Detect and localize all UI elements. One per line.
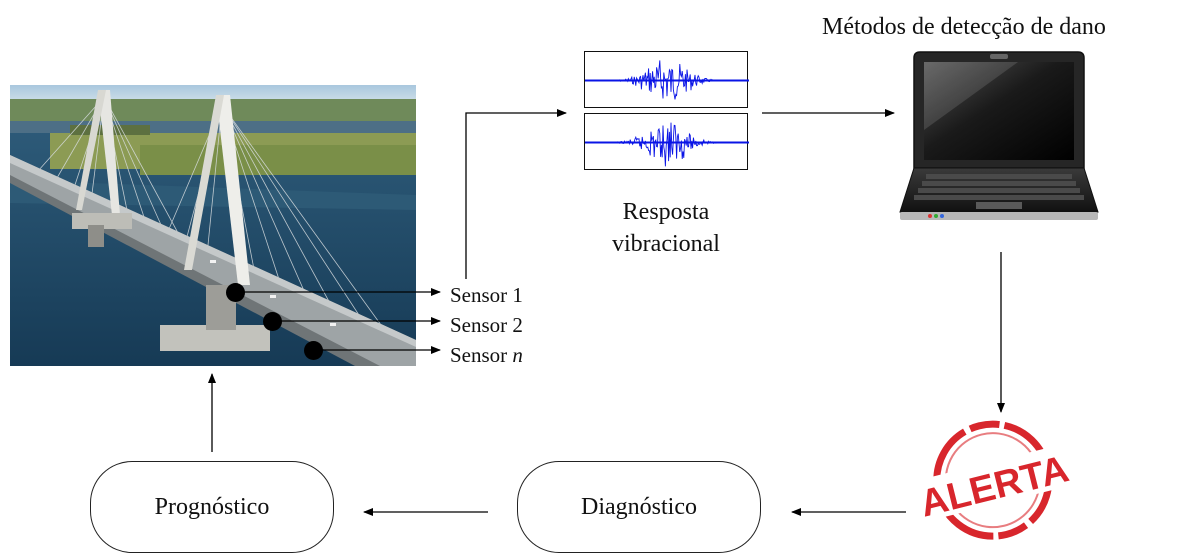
response-caption: Resposta vibracional: [580, 196, 752, 261]
damage-detection-title: Métodos de detecção de dano: [822, 14, 1106, 40]
sensor-2-dot: [263, 312, 282, 331]
sensor-1-dot: [226, 283, 245, 302]
vibration-burst-bottom: [614, 122, 720, 167]
signal-box-top: [584, 51, 749, 108]
bridge-photo: [10, 85, 416, 366]
vibration-burst-top: [614, 60, 719, 100]
vibration-signal: [614, 60, 719, 100]
prognostico-label: Prognóstico: [154, 493, 270, 520]
diagnostico-node: Diagnóstico: [517, 461, 761, 553]
prognostico-node: Prognóstico: [90, 461, 334, 553]
sensor-1-label: Sensor 1: [450, 283, 523, 308]
alert-stamp-drawing: ALERTA: [916, 420, 1073, 540]
diagnostico-label: Diagnóstico: [581, 493, 697, 520]
sensor-n-dot: [304, 341, 323, 360]
laptop-icon: [898, 50, 1100, 222]
waveform-bottom: [585, 122, 749, 167]
alert-stamp-icon: ALERTA: [914, 418, 1074, 553]
sensor-1-text: Sensor 1: [450, 283, 523, 307]
sensor-n-text: Sensor: [450, 343, 513, 367]
sensor-n-suffix: n: [512, 343, 523, 367]
bridge-illustration: [10, 85, 416, 366]
response-line-2: vibracional: [612, 231, 720, 258]
response-line-1: Resposta: [622, 199, 710, 225]
vibration-signal: [614, 122, 720, 167]
laptop-drawing: [899, 51, 1099, 220]
sensor-n-label: Sensor n: [450, 343, 523, 368]
sensor-to-signal-arrow: [465, 109, 567, 279]
sensor-2-label: Sensor 2: [450, 313, 523, 338]
waveform-top: [585, 60, 749, 100]
signal-box-bottom: [584, 113, 749, 170]
sensor-2-text: Sensor 2: [450, 313, 523, 337]
